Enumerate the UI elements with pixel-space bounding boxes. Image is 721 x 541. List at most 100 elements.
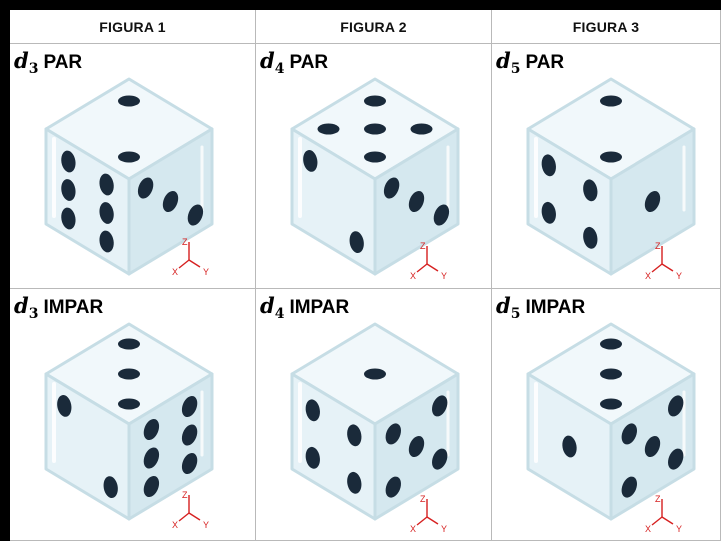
axis-line xyxy=(188,512,201,521)
pip-right xyxy=(187,204,204,226)
parity-word: IMPAR xyxy=(289,297,350,318)
axis-label-y: Y xyxy=(441,524,447,534)
axis-line xyxy=(188,259,201,268)
die-illustration xyxy=(290,322,460,521)
pip-right xyxy=(143,418,160,441)
pip-right xyxy=(668,395,684,417)
axis-label-z: Z xyxy=(182,490,188,500)
pip-left xyxy=(103,476,118,499)
variable-letter: d xyxy=(496,48,511,73)
pip-left xyxy=(541,201,556,224)
pip-left xyxy=(61,179,76,201)
pip-right xyxy=(383,177,400,199)
pip-right xyxy=(668,448,684,470)
pip-left xyxy=(61,207,76,230)
axis-label-x: X xyxy=(410,524,416,534)
header-figura-3: FIGURA 3 xyxy=(492,10,721,44)
pip-left xyxy=(583,226,598,249)
variable-subscript: 5 xyxy=(510,61,521,77)
pip-left xyxy=(541,154,556,177)
pip-top xyxy=(364,123,386,135)
pip-top xyxy=(118,95,140,107)
pip-right xyxy=(621,476,637,498)
pip-right xyxy=(432,395,448,417)
pip-right xyxy=(143,475,160,498)
pip-left xyxy=(305,446,320,469)
parity-word: PAR xyxy=(289,52,329,73)
pip-right xyxy=(408,435,425,458)
die-illustration xyxy=(290,77,460,276)
pip-right xyxy=(181,395,198,418)
axis-label-x: X xyxy=(172,520,178,530)
axis-line xyxy=(661,263,674,272)
pip-top xyxy=(118,398,140,410)
pip-left xyxy=(303,149,318,172)
axis-label-z: Z xyxy=(655,241,661,251)
header-label: FIGURA 3 xyxy=(572,18,640,35)
die-illustration xyxy=(526,77,696,276)
pip-left xyxy=(583,179,598,202)
header-figura-1: FIGURA 1 xyxy=(10,10,256,44)
pip-top xyxy=(600,95,622,107)
header-figura-2: FIGURA 2 xyxy=(256,10,492,44)
axis-line xyxy=(426,263,439,272)
variable-letter: d xyxy=(496,293,511,318)
axis-label-x: X xyxy=(645,524,651,534)
axis-label-y: Y xyxy=(203,267,209,277)
die-illustration xyxy=(44,322,214,521)
axis-line xyxy=(651,516,663,526)
axis-label-y: Y xyxy=(441,271,447,281)
pip-right xyxy=(644,435,661,458)
header-label: FIGURA 2 xyxy=(340,18,407,35)
variable-subscript: 5 xyxy=(510,306,521,322)
pip-top xyxy=(410,123,433,135)
variable-subscript: 4 xyxy=(274,61,285,77)
pip-top xyxy=(364,95,386,107)
axis-label-x: X xyxy=(645,271,651,281)
axis-line xyxy=(661,516,674,525)
pip-left xyxy=(99,173,114,196)
pip-top xyxy=(364,151,386,163)
pip-left xyxy=(347,471,362,494)
axis-line xyxy=(178,259,190,269)
variable-subscript: 3 xyxy=(28,306,39,322)
pip-left xyxy=(99,230,114,253)
axis-label-y: Y xyxy=(676,271,682,281)
pip-top xyxy=(364,368,386,380)
die-illustration xyxy=(44,77,214,276)
pip-left xyxy=(305,399,320,422)
parity-word: IMPAR xyxy=(43,297,104,318)
axis-label-y: Y xyxy=(676,524,682,534)
axis-line xyxy=(178,512,190,522)
variable-letter: d xyxy=(260,293,275,318)
pip-right xyxy=(162,190,179,213)
pip-right xyxy=(644,190,661,213)
variable-subscript: 4 xyxy=(274,306,285,322)
variable-subscript: 3 xyxy=(28,61,39,77)
pip-top xyxy=(600,368,622,380)
pip-right xyxy=(408,190,425,213)
pip-right xyxy=(181,452,198,475)
axis-label-z: Z xyxy=(420,241,426,251)
axis-label-z: Z xyxy=(182,237,188,247)
pip-right xyxy=(181,424,198,446)
pip-left xyxy=(99,202,114,224)
axes-icon: Z X Y xyxy=(645,241,682,281)
axis-label-z: Z xyxy=(655,494,661,504)
variable-letter: d xyxy=(14,48,29,73)
